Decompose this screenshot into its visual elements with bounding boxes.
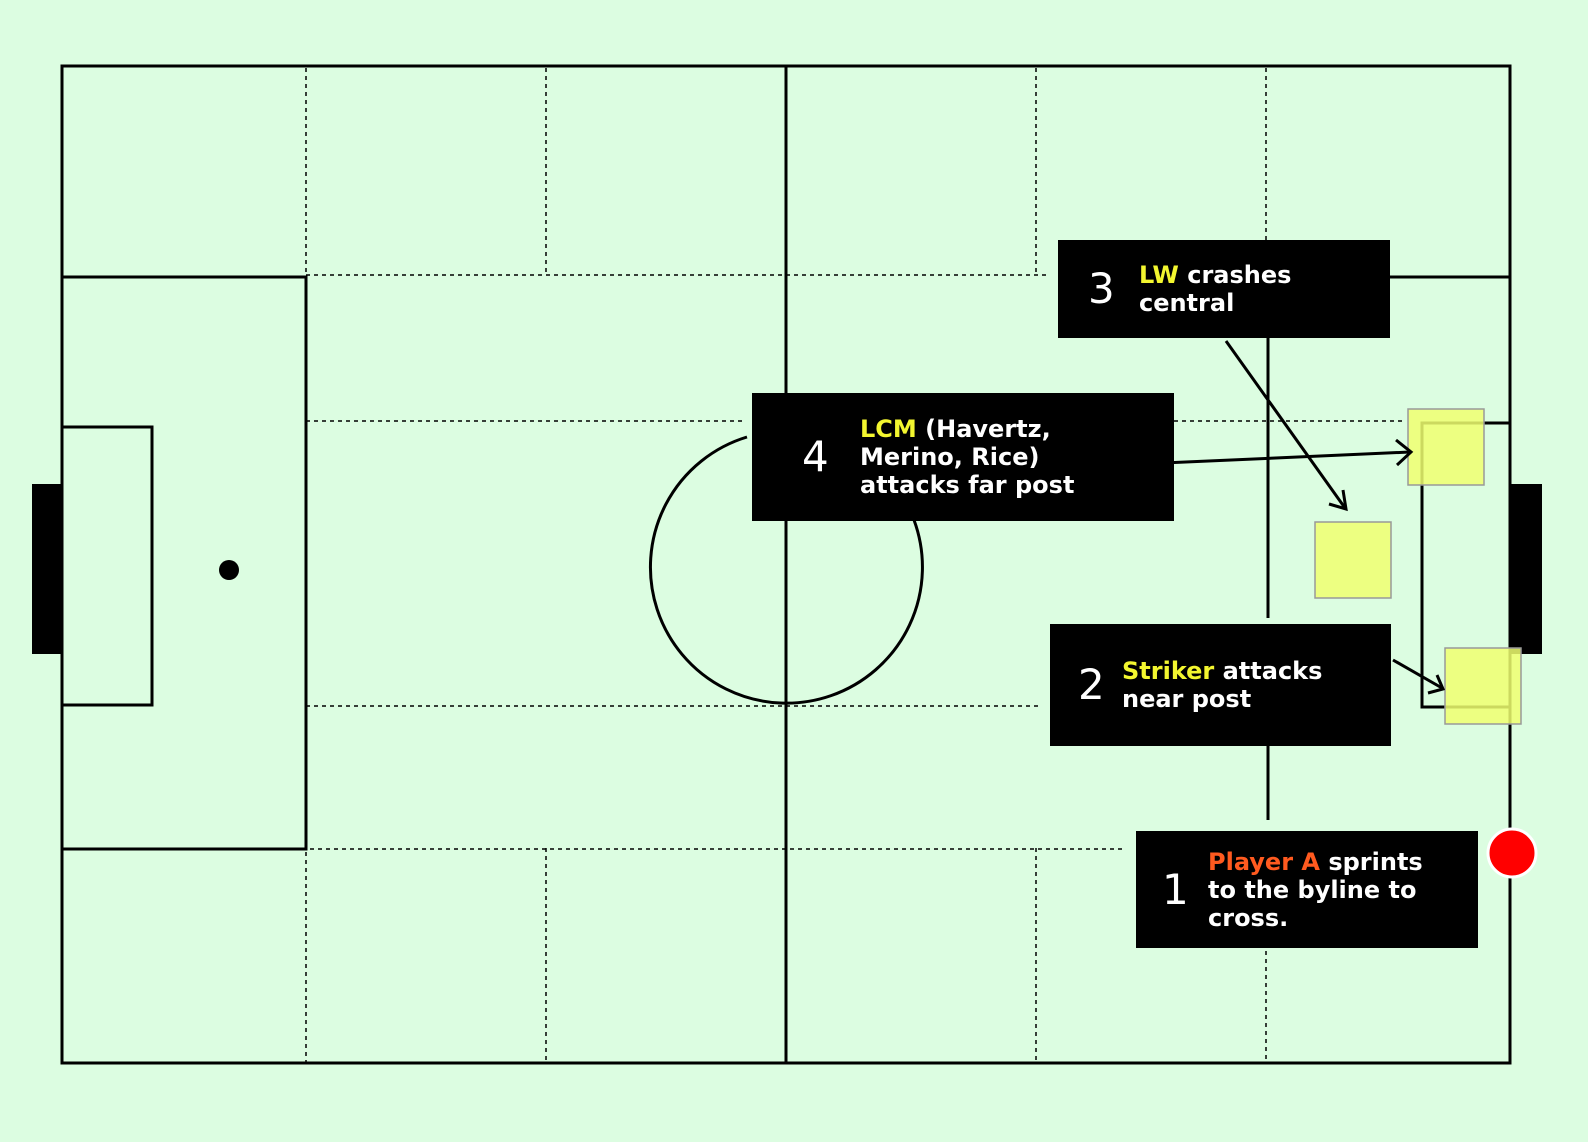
lw-marker (1314, 521, 1392, 599)
callout-body: attacks near post (1122, 657, 1323, 713)
lw-arrow-head (1328, 489, 1348, 512)
callout-player-a: 1 Player A sprints to the byline to cros… (1136, 831, 1478, 948)
callout-text: LW crashes central (1139, 261, 1390, 317)
right-goal (1510, 484, 1542, 654)
left-goal (32, 484, 62, 654)
striker-arrow-head (1427, 674, 1446, 695)
left-penalty-spot (219, 560, 239, 580)
player-a-marker (1486, 827, 1538, 879)
lcm-run-arrow (1162, 450, 1411, 465)
callout-number: 2 (1078, 660, 1105, 709)
callout-striker: 2 Striker attacks near post (1050, 624, 1391, 746)
left-penalty-box (62, 275, 308, 851)
lcm-arrow-head (1395, 438, 1414, 467)
callout-number: 3 (1088, 264, 1115, 313)
callout-lcm: 4 LCM (Havertz, Merino, Rice) attacks fa… (752, 393, 1174, 521)
movement-arrows (1162, 340, 1446, 695)
callout-body: crashes central (1138, 261, 1292, 317)
lw-run-arrow (1224, 340, 1347, 509)
callout-highlight: Player A (1208, 847, 1320, 876)
striker-marker (1444, 647, 1522, 725)
callout-highlight: LCM (860, 415, 917, 443)
callout-highlight: LW (1138, 261, 1179, 289)
callout-body: (Havertz, Merino, Rice) attacks far post (860, 415, 1075, 499)
callout-lw: 3 LW crashes central (1058, 240, 1390, 338)
callout-highlight: Striker (1122, 657, 1215, 685)
center-circle (648, 435, 924, 705)
callout-text: LCM (Havertz, Merino, Rice) attacks far … (860, 415, 1146, 499)
callout-text: Player A sprints to the byline to cross. (1208, 848, 1458, 932)
callout-number: 4 (802, 432, 829, 481)
callout-text: Striker attacks near post (1122, 657, 1382, 713)
callout-number: 1 (1162, 864, 1189, 914)
striker-run-arrow (1392, 658, 1443, 690)
callout-body: sprints to the byline to cross. (1208, 847, 1423, 932)
lcm-marker (1407, 408, 1485, 486)
left-six-yard-box (62, 425, 154, 707)
